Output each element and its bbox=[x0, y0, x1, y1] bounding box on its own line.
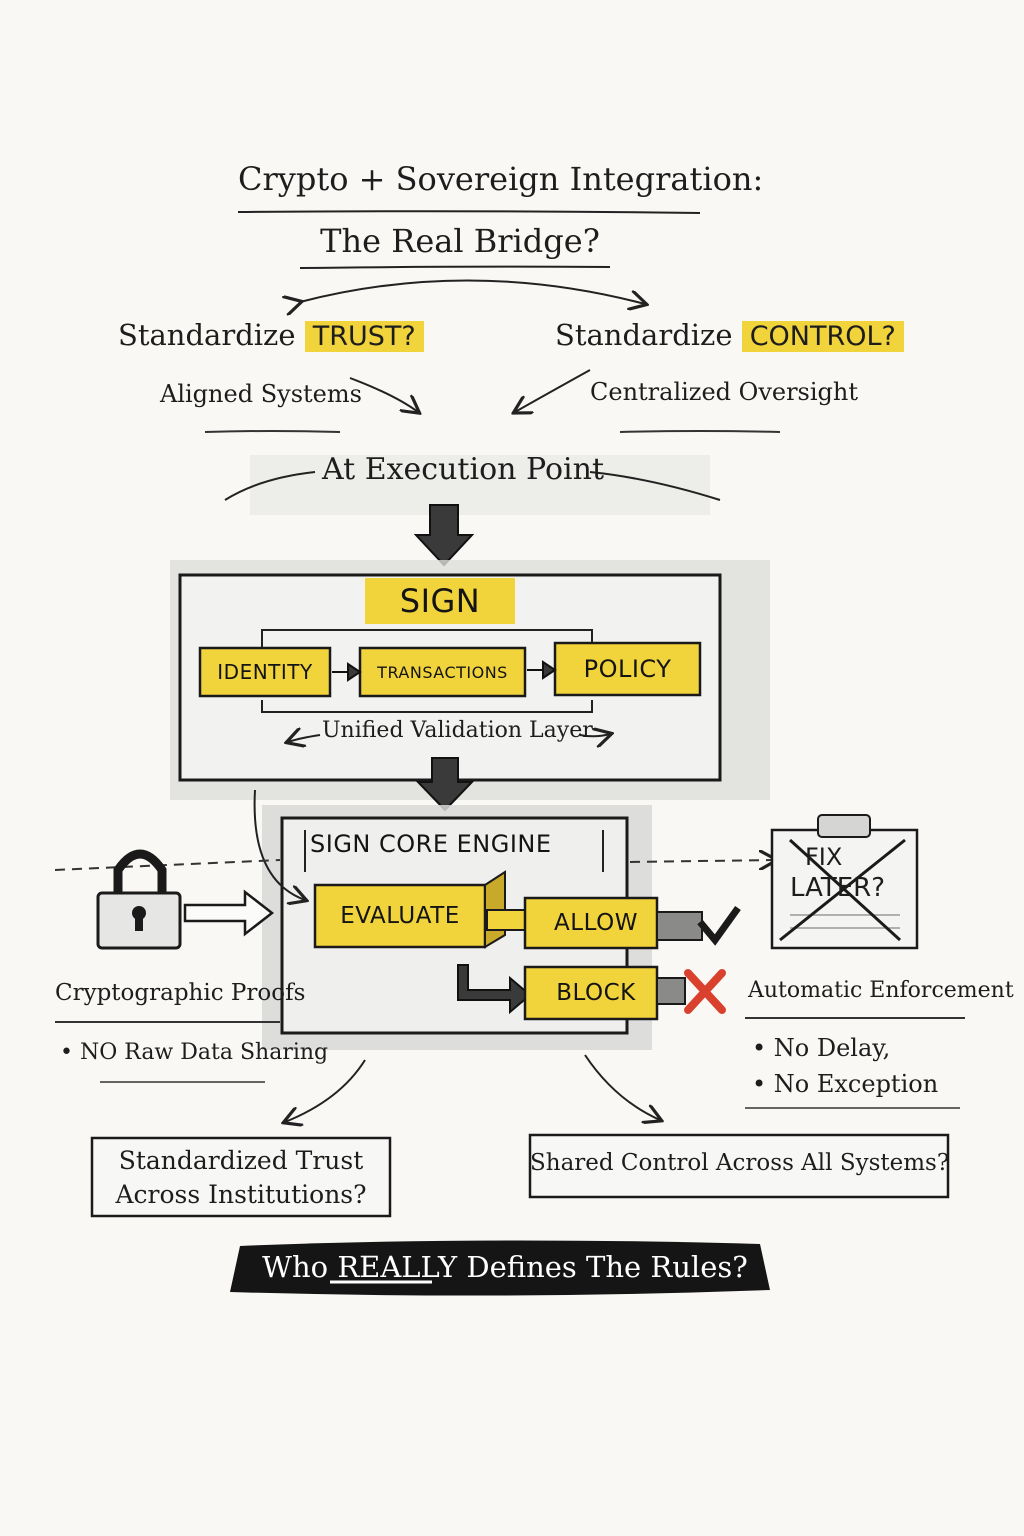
right-notes-title: Automatic Enforcement bbox=[748, 978, 1014, 1003]
fix-later-line-2: LATER? bbox=[790, 873, 886, 903]
execution-shading bbox=[250, 455, 710, 515]
execution-bracket-left bbox=[224, 471, 316, 501]
right-outcome: Shared Control Across All Systems? bbox=[530, 1150, 950, 1176]
x-mark-icon bbox=[684, 969, 726, 1014]
footer-emphasis: REALLY bbox=[337, 1250, 458, 1284]
sign-row-bracket-bottom bbox=[261, 700, 593, 713]
left-outcome-line-1: Standardized Trust bbox=[118, 1146, 364, 1175]
right-question-prefix: Standardize bbox=[555, 318, 733, 352]
title-line-2: The Real Bridge? bbox=[320, 222, 600, 260]
curved-arrow-into-engine bbox=[253, 789, 305, 900]
right-notes-bullet-1: • No Delay, bbox=[752, 1034, 891, 1062]
allow-label: ALLOW bbox=[554, 910, 638, 936]
arrow-identity-transactions bbox=[332, 662, 362, 682]
block-box-bg bbox=[523, 965, 659, 1021]
policy-box-bg bbox=[553, 641, 702, 697]
sign-row-bracket-top bbox=[261, 629, 593, 648]
right-question-subtitle: Centralized Oversight bbox=[590, 378, 859, 406]
title-line-1: Crypto + Sovereign Integration: bbox=[238, 160, 764, 198]
block-connector bbox=[656, 977, 686, 1005]
engine-title-bracket bbox=[304, 830, 604, 872]
right-notes-bullet-2: • No Exception bbox=[752, 1070, 939, 1098]
right-question: Standardize CONTROL? bbox=[555, 318, 904, 352]
left-question: Standardize TRUST? bbox=[118, 318, 424, 352]
left-question-subtitle: Aligned Systems bbox=[160, 380, 362, 408]
sign-item-identity: IDENTITY bbox=[217, 660, 313, 684]
execution-bracket-right bbox=[589, 471, 721, 501]
arrow-to-left-outcome bbox=[285, 1059, 366, 1122]
dashed-line-left bbox=[54, 859, 281, 871]
block-label: BLOCK bbox=[556, 980, 636, 1006]
evaluate-label: EVALUATE bbox=[340, 903, 460, 929]
left-outcome-box bbox=[90, 1136, 392, 1218]
down-arrow-sign bbox=[413, 504, 475, 567]
allow-connector bbox=[656, 911, 703, 941]
caption-arrow-left bbox=[288, 735, 321, 742]
left-question-underline bbox=[204, 430, 341, 433]
sign-item-transactions: TRANSACTIONS bbox=[377, 662, 508, 682]
clipboard-icon bbox=[770, 814, 919, 950]
sign-title: SIGN bbox=[365, 578, 515, 624]
caption-arrow-right bbox=[579, 734, 610, 736]
left-notes-title: Cryptographic Proofs bbox=[55, 980, 306, 1006]
down-arrow-engine bbox=[415, 757, 475, 812]
right-outcome-box bbox=[528, 1133, 950, 1199]
evaluate-box-bg bbox=[313, 883, 487, 949]
footer-question: Who REALLY Defines The Rules? bbox=[240, 1250, 770, 1284]
footer-after: Defines The Rules? bbox=[466, 1250, 748, 1284]
right-question-underline bbox=[619, 430, 781, 433]
execution-label: At Execution Point bbox=[322, 452, 604, 487]
sign-caption: Unified Validation Layer bbox=[322, 718, 593, 743]
check-icon bbox=[697, 905, 741, 946]
converge-arrow-left bbox=[349, 377, 418, 412]
title-underline-1 bbox=[237, 210, 701, 214]
bridge-arc bbox=[300, 279, 645, 304]
arrow-transactions-policy bbox=[527, 660, 557, 680]
dashed-line-right bbox=[629, 860, 775, 862]
padlock-icon bbox=[96, 849, 182, 950]
sign-item-policy: POLICY bbox=[583, 655, 672, 683]
converge-arrow-right bbox=[515, 369, 591, 412]
transactions-box-bg bbox=[358, 646, 527, 698]
footer-before: Who bbox=[262, 1250, 329, 1284]
arrow-evaluate-block bbox=[457, 964, 532, 1015]
left-outcome-line-2: Across Institutions? bbox=[115, 1180, 367, 1209]
identity-box-bg bbox=[198, 646, 332, 698]
title-underline-2 bbox=[299, 265, 611, 269]
left-question-prefix: Standardize bbox=[118, 318, 296, 352]
padlock-arrow bbox=[183, 889, 275, 937]
left-notes-bullet: • NO Raw Data Sharing bbox=[60, 1040, 329, 1065]
arrow-to-right-outcome bbox=[584, 1054, 660, 1120]
fix-later-line-1: FIX bbox=[805, 843, 843, 871]
right-question-highlight: CONTROL? bbox=[741, 321, 904, 352]
left-question-highlight: TRUST? bbox=[304, 321, 424, 352]
engine-title: SIGN CORE ENGINE bbox=[310, 830, 552, 858]
